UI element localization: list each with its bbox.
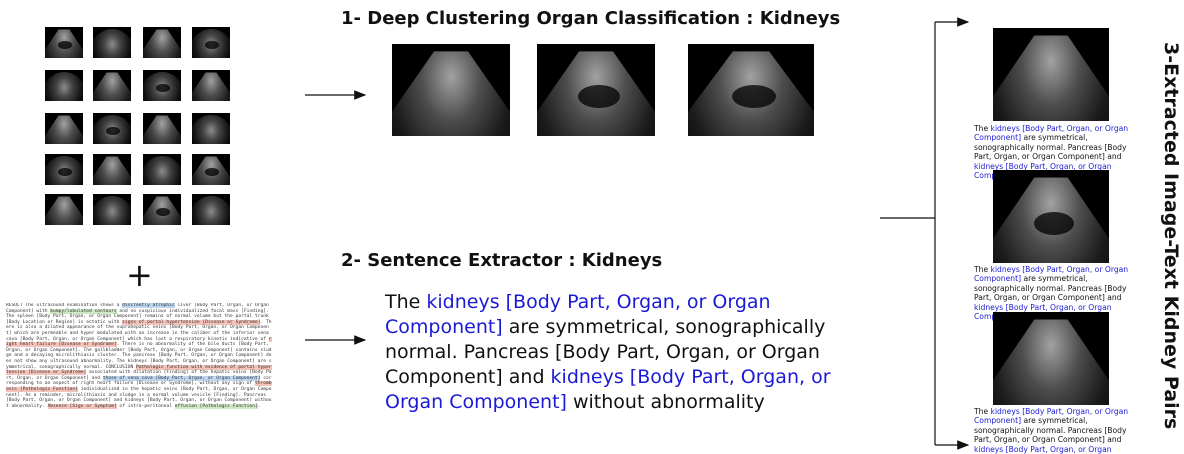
- flow-arrows: [0, 0, 1184, 454]
